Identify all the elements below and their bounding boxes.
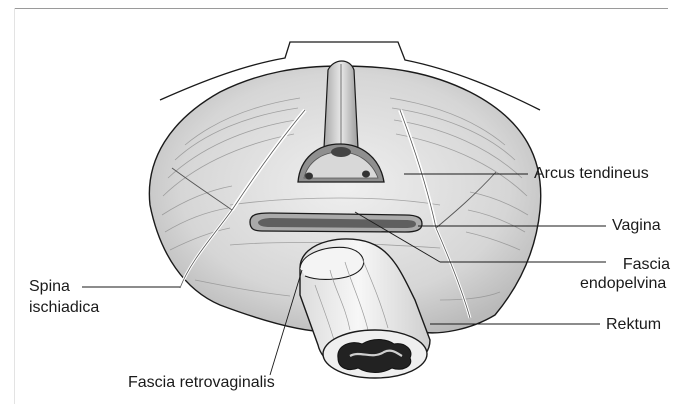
- label-fascia-endopelvina-line1: Fascia: [612, 255, 670, 275]
- label-spina-ischiadica-line2: ischiadica: [29, 298, 99, 318]
- label-fascia-endopelvina-line2: endopelvina: [580, 274, 666, 294]
- label-spina-ischiadica-line1: Spina: [29, 277, 70, 297]
- label-arcus-tendineus: Arcus tendineus: [534, 164, 649, 184]
- label-vagina: Vagina: [612, 216, 661, 236]
- label-rektum: Rektum: [606, 315, 661, 335]
- ureter-opening-left: [305, 173, 313, 180]
- label-fascia-retrovaginalis: Fascia retrovaginalis: [128, 373, 275, 393]
- urethral-orifice: [331, 147, 351, 157]
- ureter-opening-right: [362, 171, 370, 178]
